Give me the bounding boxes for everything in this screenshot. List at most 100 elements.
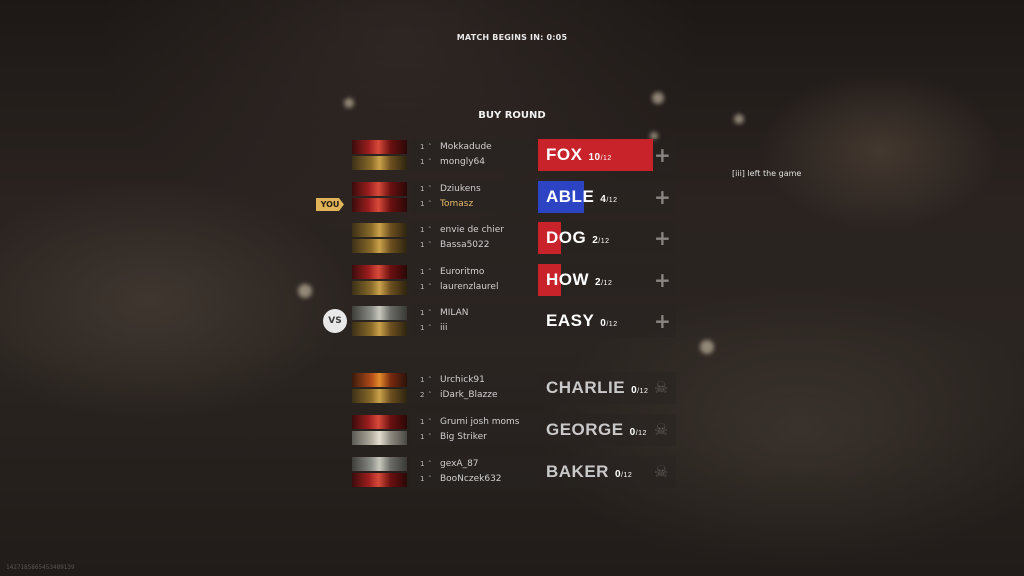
players-panel (410, 414, 538, 446)
team-fill-bar (538, 139, 653, 171)
avatar-stack (352, 223, 407, 253)
team-count-value: 4 (600, 194, 607, 205)
player-level: 1 (420, 324, 425, 332)
team-count-value: 0 (600, 318, 607, 329)
team-count-value: 0 (629, 427, 636, 438)
avatar (352, 182, 407, 196)
avatar (352, 457, 407, 471)
team-count-value: 10 (588, 152, 601, 163)
plus-icon[interactable]: + (654, 143, 671, 167)
team-name-label: DOG (546, 228, 587, 247)
chevron-up-icon: ˄ (428, 200, 432, 208)
bokeh-light (652, 92, 664, 104)
team-count-max: /12 (600, 155, 612, 162)
player-name: mongly64 (440, 157, 485, 167)
team-name-label: FOX (546, 145, 583, 164)
team-name: BAKER 0/12 (546, 462, 632, 482)
avatar (352, 198, 407, 212)
avatar (352, 415, 407, 429)
player-row: 1˄Tomasz (420, 199, 473, 209)
team-name-label: BAKER (546, 462, 609, 481)
player-row: 1˄ Dziukens (420, 184, 481, 194)
skull-icon: ☠ (653, 420, 669, 439)
player-row: 1˄ MILAN (420, 308, 469, 318)
player-row: 1˄Mokkadude (420, 142, 492, 152)
player-row: 1˄mongly64 (420, 157, 485, 167)
team-count: 0/12 (630, 427, 647, 438)
plus-icon[interactable]: + (654, 309, 671, 333)
plus-icon[interactable]: + (654, 185, 671, 209)
team-count: 4/12 (600, 194, 617, 205)
player-name: iii (440, 323, 448, 333)
chevron-up-icon: ˄ (428, 185, 432, 193)
team-name-label: ABLE (546, 187, 595, 206)
you-tag: YOU (316, 198, 344, 211)
player-name: Tomasz (440, 199, 474, 209)
bokeh-light (344, 98, 354, 108)
players-panel (410, 139, 538, 171)
team-count: 2/12 (595, 277, 612, 288)
player-level: 1 (420, 241, 425, 249)
avatar (352, 156, 407, 170)
avatar (352, 281, 407, 295)
avatar (352, 140, 407, 154)
bokeh-light (298, 284, 312, 298)
chevron-up-icon: ˄ (428, 475, 432, 483)
player-name: envie de chier (440, 225, 504, 235)
team-name: ABLE 4/12 (546, 187, 618, 207)
player-name: Urchick91 (440, 375, 485, 385)
chevron-up-icon: ˄ (428, 433, 432, 441)
team-name: CHARLIE 0/12 (546, 378, 648, 398)
player-level: 1 (420, 309, 425, 317)
avatar-stack (352, 140, 407, 170)
avatar (352, 306, 407, 320)
avatar (352, 373, 407, 387)
player-level: 1 (420, 143, 425, 151)
plus-icon[interactable]: + (654, 226, 671, 250)
avatar-stack (352, 306, 407, 336)
team-count-value: 0 (614, 469, 622, 480)
team-count-max: /12 (637, 388, 649, 395)
team-count-max: /12 (601, 280, 613, 287)
player-level: 1 (420, 185, 425, 193)
plus-icon[interactable]: + (654, 268, 671, 292)
team-count-value: 0 (631, 385, 638, 396)
player-name: MILAN (440, 308, 469, 318)
team-count-value: 2 (595, 277, 602, 288)
player-level: 1 (420, 268, 425, 276)
team-name-label: CHARLIE (546, 378, 626, 397)
player-level: 1 (420, 433, 425, 441)
team-panel (538, 222, 676, 254)
team-name: FOX 10/12 (546, 145, 612, 165)
chevron-up-icon: ˄ (428, 143, 432, 151)
player-name: Dziukens (440, 184, 481, 194)
player-name: iDark_Blazze (440, 390, 498, 400)
team-count: 0/12 (631, 385, 648, 396)
avatar (352, 473, 407, 487)
team-count-max: /12 (598, 238, 610, 245)
player-row: 1˄Urchick91 (420, 375, 485, 385)
team-count: 0/12 (615, 469, 632, 480)
chevron-up-icon: ˄ (428, 309, 432, 317)
team-panel (538, 372, 676, 404)
player-level: 2 (420, 391, 425, 399)
avatar (352, 265, 407, 279)
team-panel (538, 264, 676, 296)
player-row: 1˄Bassa5022 (420, 240, 490, 250)
skull-icon: ☠ (653, 378, 669, 397)
player-row: 1˄envie de chier (420, 225, 504, 235)
chevron-up-icon: ˄ (428, 460, 432, 468)
players-panel (410, 456, 538, 488)
match-timer: MATCH BEGINS IN: 0:05 (456, 33, 568, 42)
team-name-label: GEORGE (546, 420, 624, 439)
avatar-stack (352, 457, 407, 487)
chevron-up-icon: ˄ (428, 376, 432, 384)
